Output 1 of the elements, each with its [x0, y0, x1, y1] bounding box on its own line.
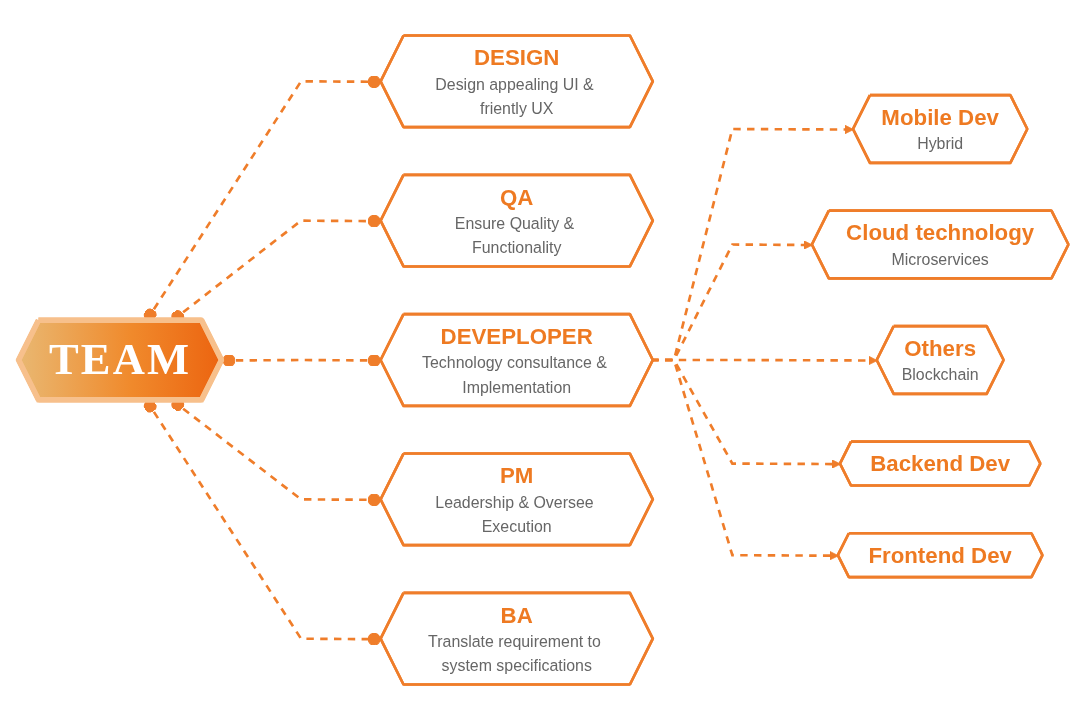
connector — [222, 354, 382, 367]
